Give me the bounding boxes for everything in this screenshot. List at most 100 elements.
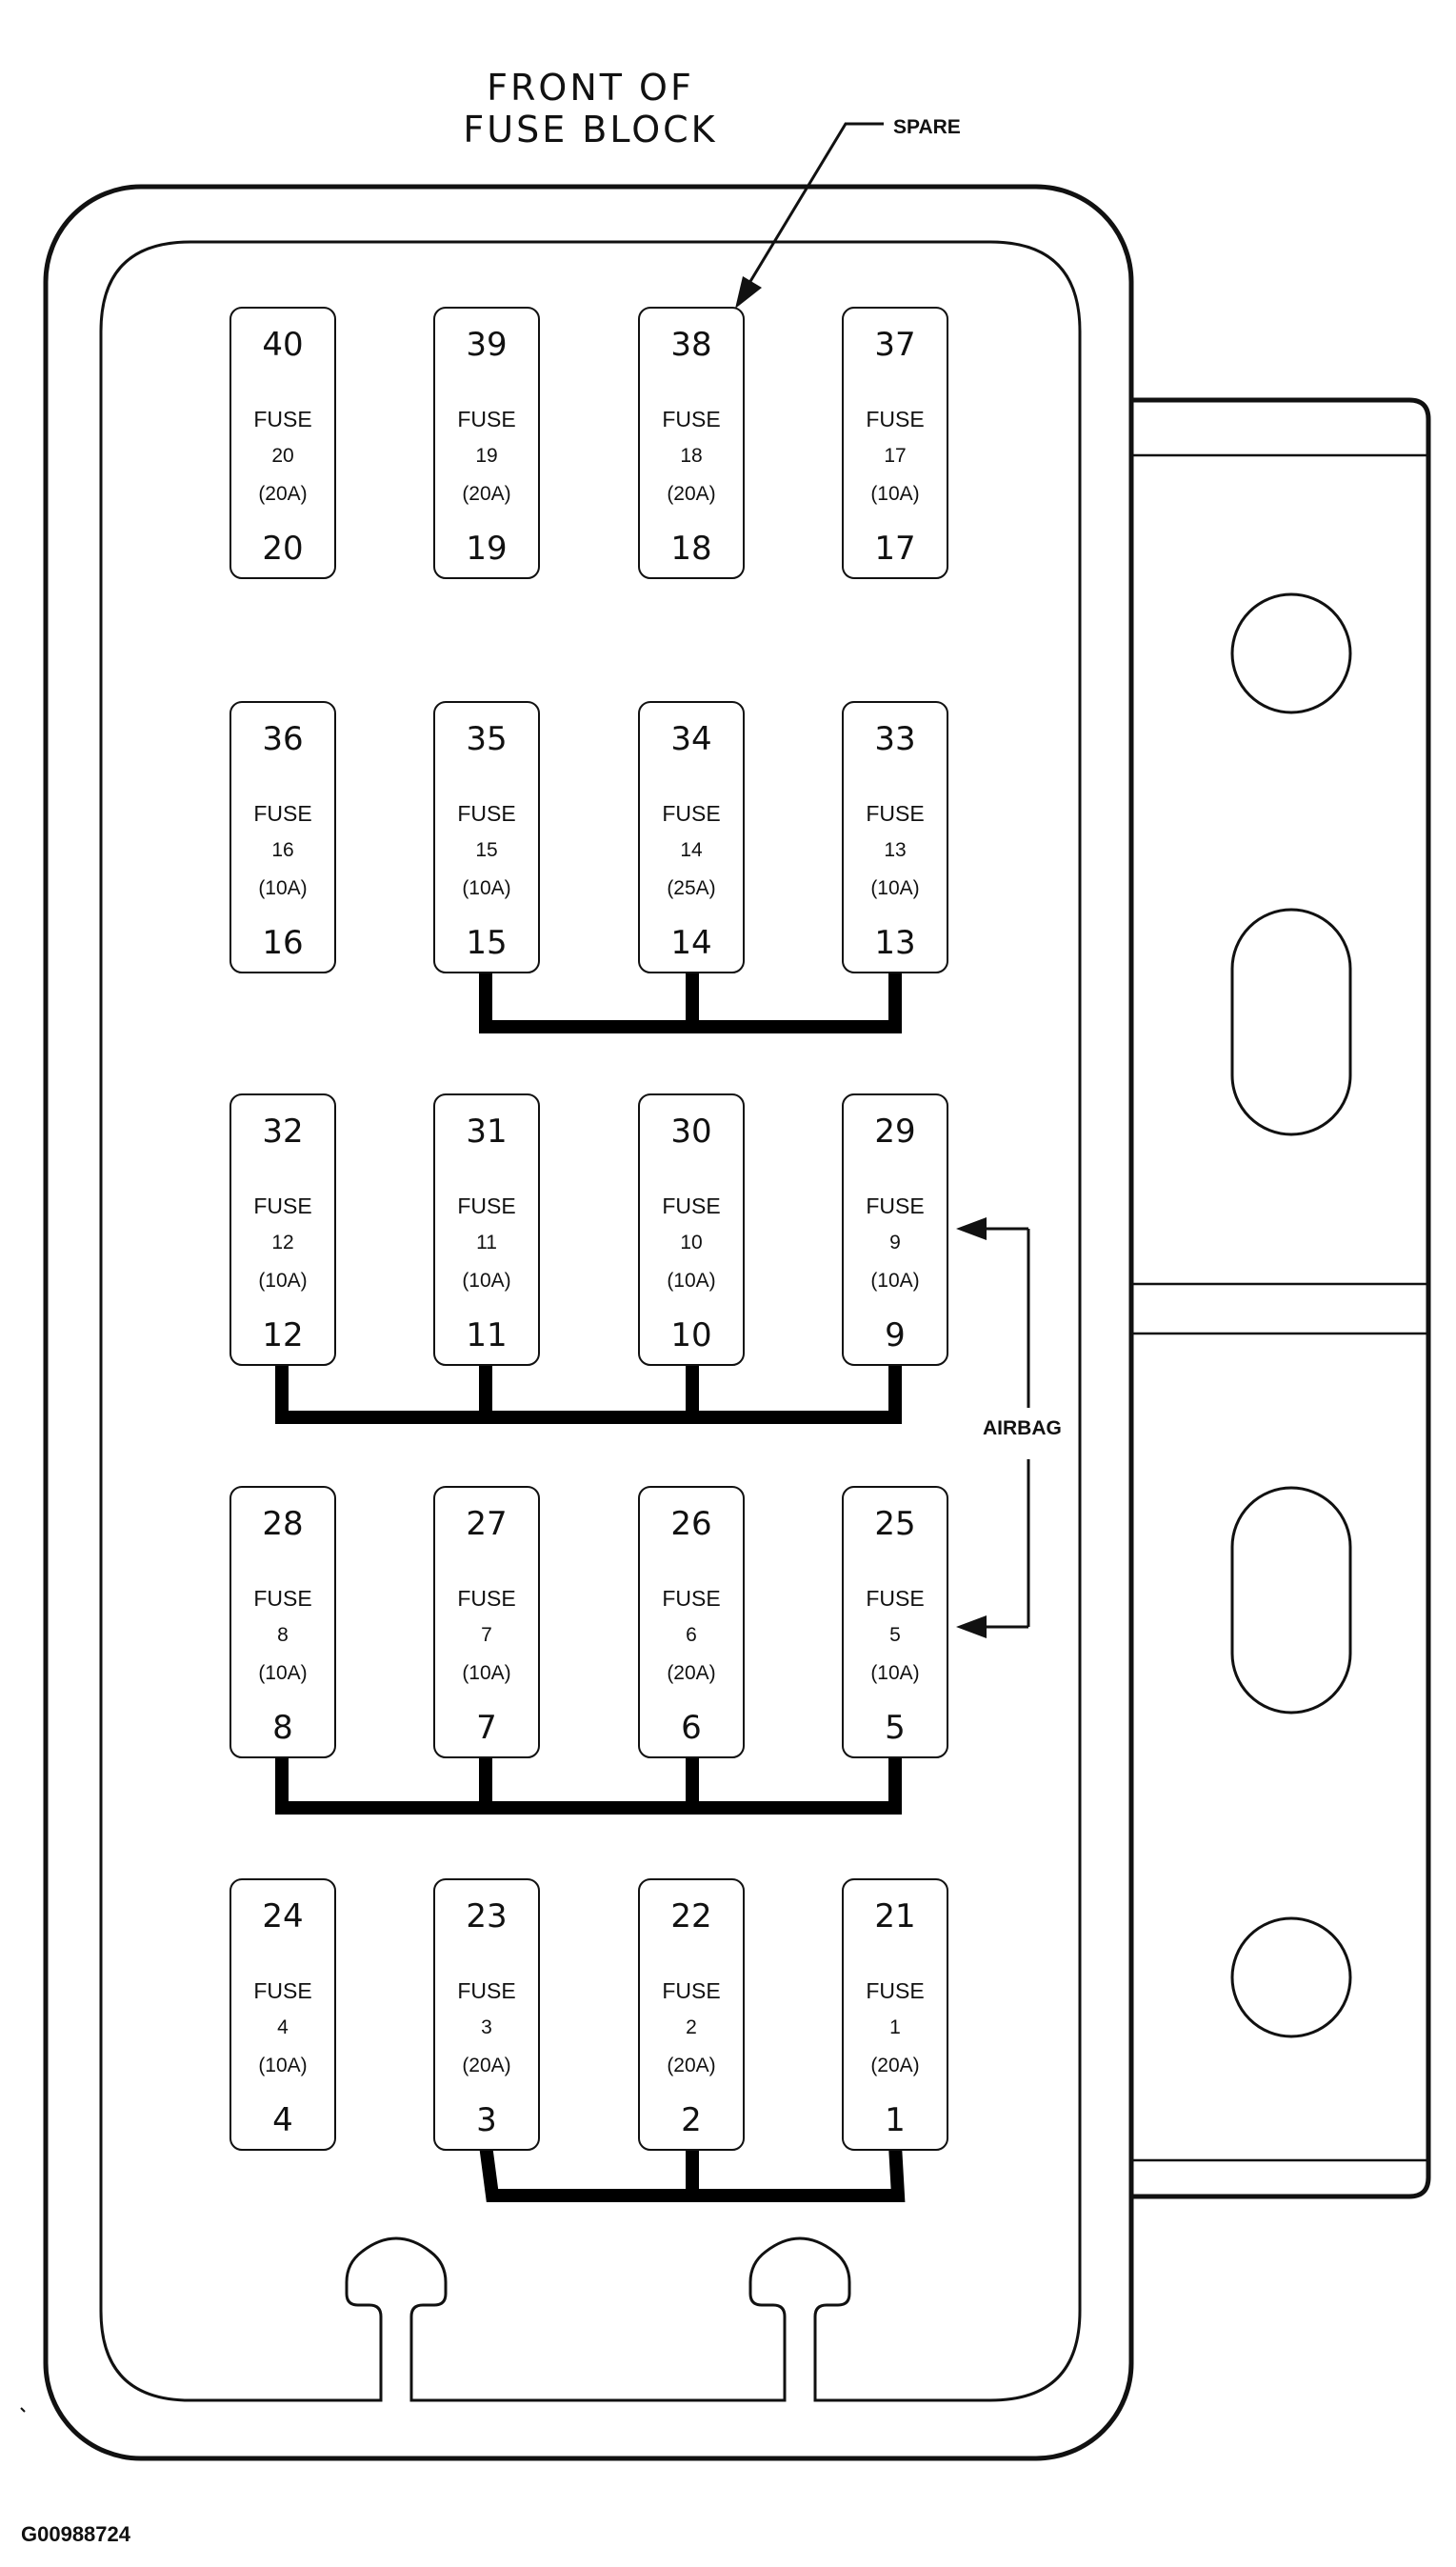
terminal-number-top: 38 <box>670 326 712 364</box>
terminal-number-top: 21 <box>874 1897 916 1935</box>
fuse-number: 10 <box>680 1232 703 1253</box>
fuse-rating: (20A) <box>258 483 308 505</box>
fuse-label: FUSE <box>457 1586 516 1611</box>
terminal-number-bottom: 4 <box>272 2101 293 2139</box>
fuse-number: 9 <box>889 1232 901 1253</box>
arrowhead-icon <box>735 276 762 309</box>
fuse-rating: (10A) <box>870 483 920 505</box>
fuse-slot: 29 FUSE 9 (10A) 9 <box>842 1093 948 1366</box>
fuse-slot: 30 FUSE 10 (10A) 10 <box>638 1093 745 1366</box>
fuse-slot: 40 FUSE 20 (20A) 20 <box>229 307 336 579</box>
mounting-hole-icon <box>1230 1916 1352 2038</box>
scan-mark <box>20 2407 26 2413</box>
spare-callout <box>735 122 884 309</box>
terminal-number-bottom: 15 <box>466 924 508 962</box>
fuse-rating: (10A) <box>258 1662 308 1684</box>
terminal-number-bottom: 13 <box>874 924 916 962</box>
fuse-slot: 28 FUSE 8 (10A) 8 <box>229 1486 336 1758</box>
fuse-slot: 36 FUSE 16 (10A) 16 <box>229 701 336 973</box>
fuse-slot: 35 FUSE 15 (10A) 15 <box>433 701 540 973</box>
terminal-number-top: 30 <box>670 1113 712 1151</box>
terminal-number-bottom: 10 <box>670 1316 712 1354</box>
terminal-number-top: 27 <box>466 1505 508 1543</box>
fuse-slot: 37 FUSE 17 (10A) 17 <box>842 307 948 579</box>
fuse-label: FUSE <box>253 801 312 826</box>
fuse-rating: (25A) <box>667 877 716 899</box>
terminal-number-top: 29 <box>874 1113 916 1151</box>
mounting-slot-icon <box>1230 908 1352 1136</box>
fuse-slot: 23 FUSE 3 (20A) 3 <box>433 1878 540 2151</box>
fuse-label: FUSE <box>457 1978 516 2003</box>
bus-bar-fuses-5-8 <box>275 1753 902 1815</box>
terminal-number-bottom: 7 <box>476 1709 497 1747</box>
fuse-slot: 31 FUSE 11 (10A) 11 <box>433 1093 540 1366</box>
fuse-number: 6 <box>686 1624 697 1646</box>
fuse-slot: 26 FUSE 6 (20A) 6 <box>638 1486 745 1758</box>
fuse-label: FUSE <box>662 407 721 431</box>
fuse-block-housing <box>43 184 1134 2461</box>
terminal-number-top: 31 <box>466 1113 508 1151</box>
fuse-number: 16 <box>271 839 294 861</box>
fuse-rating: (10A) <box>258 2055 308 2076</box>
fuse-number: 4 <box>277 2016 289 2038</box>
terminal-number-bottom: 16 <box>262 924 304 962</box>
fuse-label: FUSE <box>662 1193 721 1218</box>
bus-bar-fuses-9-12 <box>275 1362 902 1424</box>
arrowhead-icon <box>956 1217 987 1240</box>
terminal-number-top: 28 <box>262 1505 304 1543</box>
bus-bars <box>275 970 906 2202</box>
terminal-number-bottom: 5 <box>885 1709 906 1747</box>
fuse-label: FUSE <box>253 1978 312 2003</box>
fuse-label: FUSE <box>866 1978 925 2003</box>
fuse-label: FUSE <box>866 1193 925 1218</box>
terminal-number-top: 37 <box>874 326 916 364</box>
fuse-label: FUSE <box>866 1586 925 1611</box>
terminal-number-bottom: 19 <box>466 530 508 568</box>
terminal-number-bottom: 2 <box>681 2101 702 2139</box>
fuse-label: FUSE <box>662 1586 721 1611</box>
fuse-label: FUSE <box>662 801 721 826</box>
terminal-number-bottom: 18 <box>670 530 712 568</box>
fuse-label: FUSE <box>457 407 516 431</box>
fuse-rating: (10A) <box>870 877 920 899</box>
fuse-number: 11 <box>476 1232 497 1253</box>
spare-label: SPARE <box>893 116 961 138</box>
bus-bar-fuses-13-15 <box>479 970 902 1033</box>
terminal-number-bottom: 11 <box>466 1316 508 1354</box>
fuse-rating: (20A) <box>667 2055 716 2076</box>
fuse-slot: 25 FUSE 5 (10A) 5 <box>842 1486 948 1758</box>
terminal-number-top: 35 <box>466 720 508 758</box>
fuse-slot: 39 FUSE 19 (20A) 19 <box>433 307 540 579</box>
terminal-number-bottom: 12 <box>262 1316 304 1354</box>
mounting-slot-icon <box>1230 1486 1352 1715</box>
fuse-rating: (20A) <box>870 2055 920 2076</box>
fuse-number: 18 <box>680 445 703 467</box>
fuse-number: 1 <box>889 2016 901 2038</box>
fuse-rating: (10A) <box>462 1662 511 1684</box>
fuse-block-inner-wall <box>99 240 1082 2402</box>
terminal-number-top: 22 <box>670 1897 712 1935</box>
terminal-number-top: 39 <box>466 326 508 364</box>
terminal-number-top: 34 <box>670 720 712 758</box>
terminal-number-bottom: 17 <box>874 530 916 568</box>
fuse-number: 14 <box>680 839 703 861</box>
fuse-label: FUSE <box>457 1193 516 1218</box>
fuse-slot: 34 FUSE 14 (25A) 14 <box>638 701 745 973</box>
fuse-slot: 24 FUSE 4 (10A) 4 <box>229 1878 336 2151</box>
fuse-slot: 32 FUSE 12 (10A) 12 <box>229 1093 336 1366</box>
fuse-rating: (10A) <box>462 877 511 899</box>
fuse-number: 5 <box>889 1624 901 1646</box>
terminal-number-bottom: 6 <box>681 1709 702 1747</box>
diagram-title-line-2: FUSE BLOCK <box>463 109 718 150</box>
fuse-slot: 38 FUSE 18 (20A) 18 <box>638 307 745 579</box>
fuse-number: 8 <box>277 1624 289 1646</box>
fuse-slot: 21 FUSE 1 (20A) 1 <box>842 1878 948 2151</box>
fuse-label: FUSE <box>866 801 925 826</box>
terminal-number-top: 23 <box>466 1897 508 1935</box>
terminal-number-bottom: 9 <box>885 1316 906 1354</box>
fuse-number: 19 <box>475 445 498 467</box>
fuse-number: 3 <box>481 2016 492 2038</box>
terminal-number-bottom: 20 <box>262 530 304 568</box>
fuse-number: 7 <box>481 1624 492 1646</box>
